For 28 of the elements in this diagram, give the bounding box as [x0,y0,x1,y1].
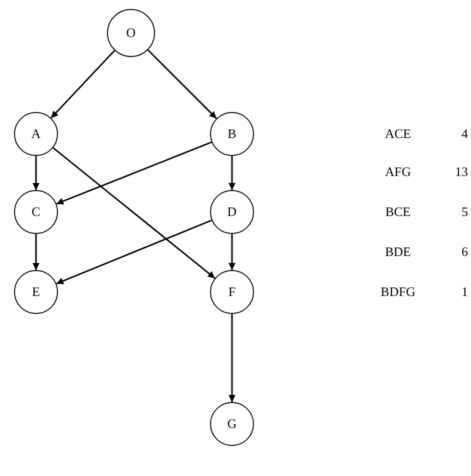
graph-node: E [14,270,58,314]
path-count: 4 [462,126,468,142]
graph-node: C [14,190,58,234]
path-count: 5 [462,204,468,220]
arrow [56,141,212,205]
arrow [50,50,116,118]
arrow [52,147,216,279]
graph-node: D [210,190,254,234]
path-name: AFG [384,164,412,180]
arrow [32,156,40,190]
path-name: BDE [384,244,412,260]
graph-node: B [210,112,254,156]
graph-node: O [107,9,155,57]
path-name: BCE [384,204,412,220]
arrow [147,49,217,119]
path-name: BDFG [380,284,416,300]
arrow [228,314,236,402]
graph-node: G [210,402,254,446]
arrow [56,220,212,284]
path-count: 1 [462,284,468,300]
arrow [228,234,236,270]
arrow [32,234,40,270]
arrow [228,156,236,190]
graph-node: A [14,112,58,156]
graph-node: F [210,270,254,314]
path-count: 6 [462,244,468,260]
path-name: ACE [384,126,412,142]
path-count: 13 [455,164,468,180]
